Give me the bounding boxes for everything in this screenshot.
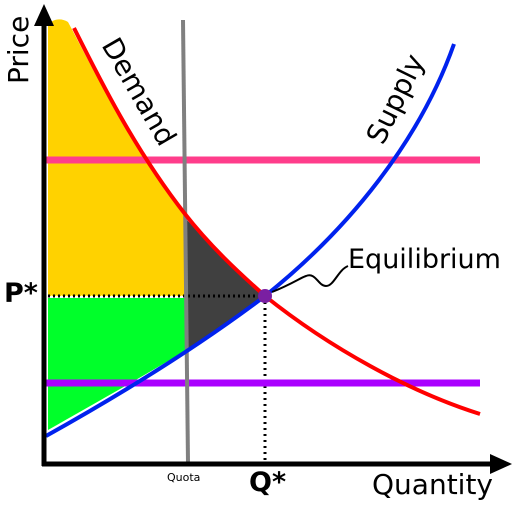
y-axis-arrow bbox=[34, 4, 54, 26]
y-axis-label: Price bbox=[2, 16, 35, 84]
equilibrium-point bbox=[258, 289, 272, 303]
q-star-label: Q* bbox=[249, 467, 286, 498]
demand-curve bbox=[72, 27, 481, 416]
x-axis-label: Quantity bbox=[372, 468, 493, 501]
quota-label: Quota bbox=[167, 471, 200, 484]
deadweight-loss-area bbox=[185, 218, 265, 351]
equilibrium-label: Equilibrium bbox=[348, 244, 501, 275]
quota-line bbox=[181, 19, 190, 464]
equilibrium-leader-line bbox=[271, 265, 349, 293]
supply-label: Supply bbox=[360, 49, 431, 149]
p-star-label: P* bbox=[4, 278, 38, 309]
x-axis-arrow bbox=[490, 454, 512, 474]
producer-surplus-area bbox=[48, 298, 185, 430]
